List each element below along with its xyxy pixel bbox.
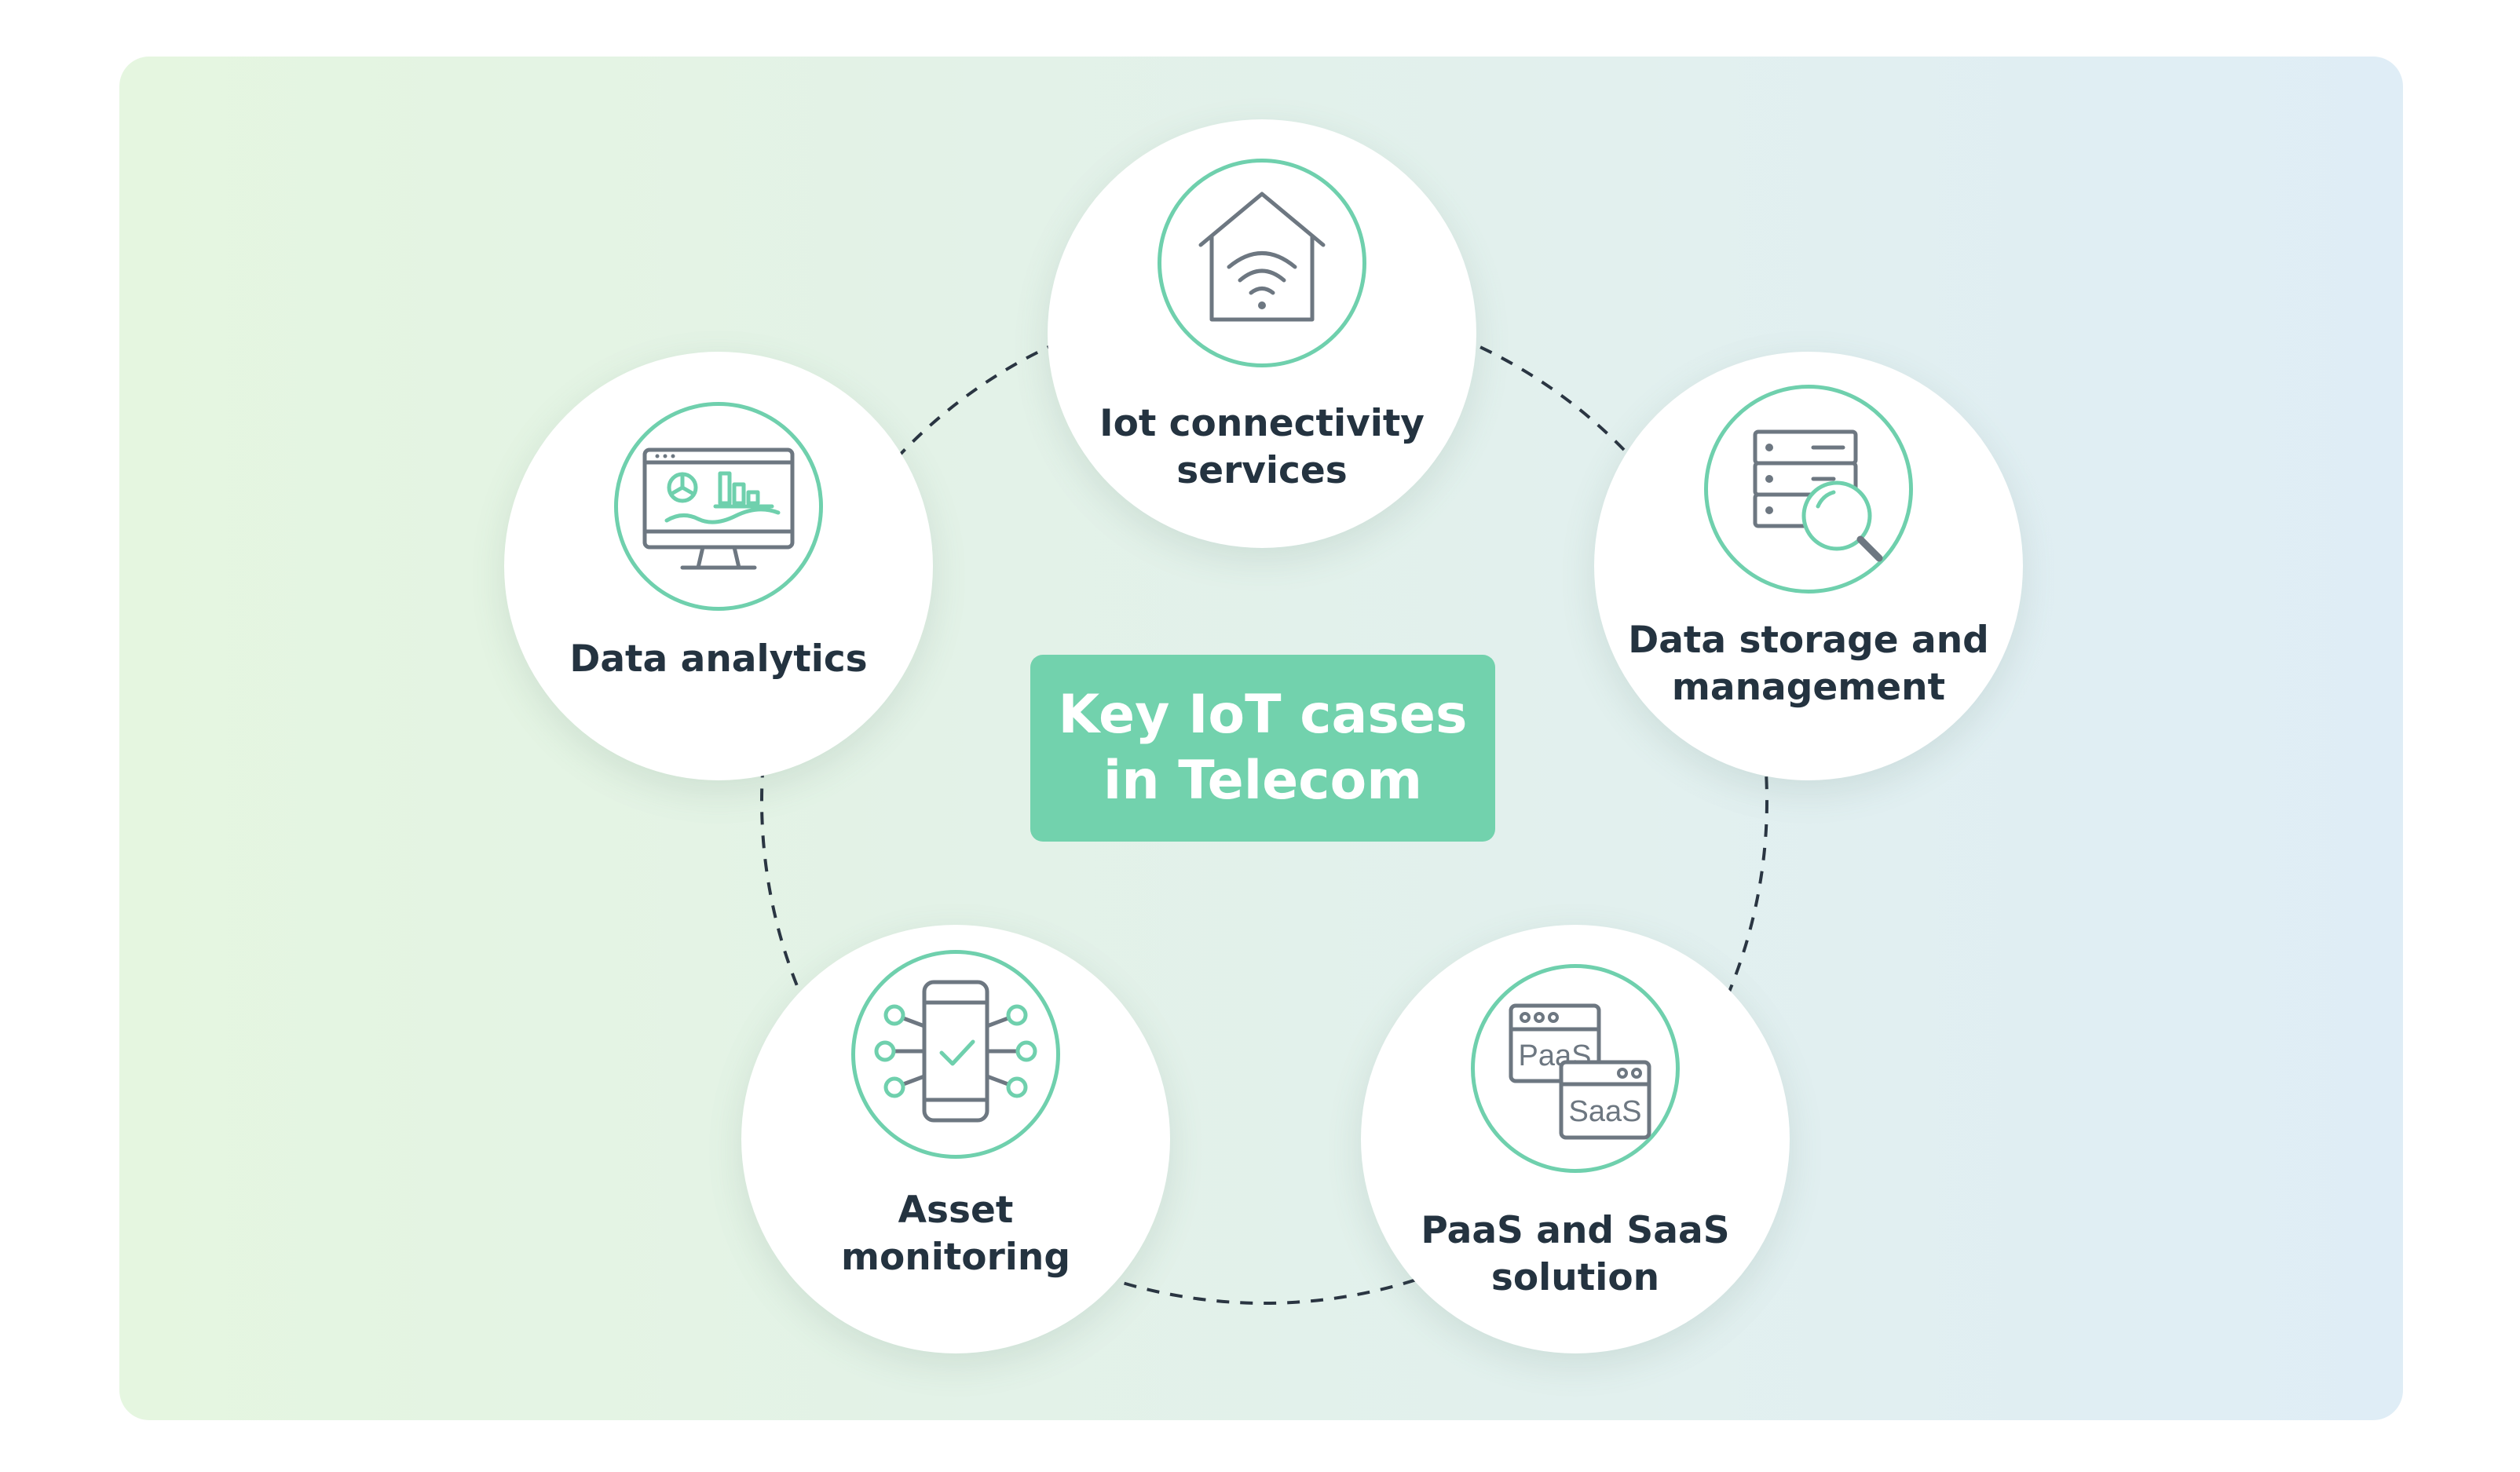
node-label: PaaS and SaaS solution <box>1421 1209 1730 1299</box>
icon-badge <box>614 402 823 611</box>
node-asset-monitoring: Asset monitoring <box>741 925 1170 1353</box>
icon-badge <box>851 950 1060 1159</box>
node-label: Iot connectivity services <box>1099 402 1425 492</box>
phone-check-network-icon <box>874 980 1037 1123</box>
center-title-box: Key IoT cases in Telecom <box>1030 655 1495 842</box>
paas-saas-windows-icon: PaaS SaaS <box>1509 1003 1651 1140</box>
icon-badge <box>1158 159 1366 367</box>
center-title: Key IoT cases in Telecom <box>1058 684 1468 812</box>
node-label: Asset monitoring <box>841 1189 1070 1279</box>
node-data-storage: Data storage and management <box>1594 352 2023 780</box>
smart-home-wifi-icon <box>1198 192 1326 322</box>
node-label: Data storage and management <box>1628 619 1989 709</box>
node-label: Data analytics <box>569 637 868 681</box>
node-paas-saas: PaaS SaaS PaaS and SaaS solution <box>1361 925 1790 1353</box>
node-data-analytics: Data analytics <box>504 352 933 780</box>
monitor-analytics-icon <box>642 447 795 570</box>
server-search-icon <box>1753 429 1883 562</box>
icon-badge: PaaS SaaS <box>1471 964 1680 1173</box>
node-iot-connectivity: Iot connectivity services <box>1048 119 1476 548</box>
saas-text: SaaS <box>1569 1095 1642 1128</box>
icon-badge <box>1704 385 1913 594</box>
